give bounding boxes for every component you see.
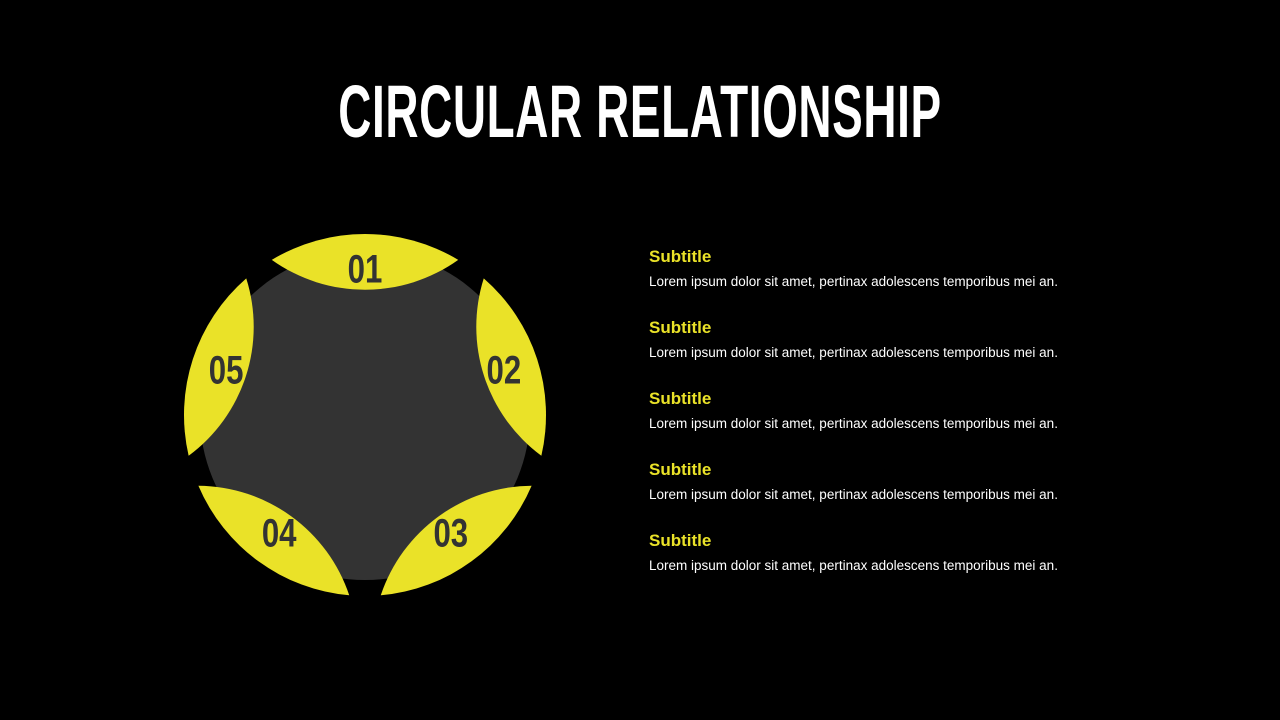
segment-05 <box>183 278 254 456</box>
segment-01 <box>271 233 459 290</box>
segment-number-05: 05 <box>209 348 244 393</box>
segment-number-03: 03 <box>433 511 468 556</box>
item-subtitle: Subtitle <box>649 247 712 266</box>
center-disc <box>200 250 530 580</box>
item-description: Lorem ipsum dolor sit amet, pertinax ado… <box>649 487 1058 502</box>
item-subtitle: Subtitle <box>649 318 712 337</box>
segment-03 <box>380 485 532 596</box>
item-subtitle: Subtitle <box>649 389 712 408</box>
segment-04 <box>198 485 350 596</box>
subtitle-list: Subtitle Lorem ipsum dolor sit amet, per… <box>649 245 1209 600</box>
list-item: Subtitle Lorem ipsum dolor sit amet, per… <box>649 387 1209 458</box>
item-description: Lorem ipsum dolor sit amet, pertinax ado… <box>649 558 1058 573</box>
slide-title: CIRCULAR RELATIONSHIP <box>338 70 942 153</box>
list-item: Subtitle Lorem ipsum dolor sit amet, per… <box>649 245 1209 316</box>
segment-02 <box>476 278 546 456</box>
item-subtitle: Subtitle <box>649 531 712 550</box>
item-description: Lorem ipsum dolor sit amet, pertinax ado… <box>649 416 1058 431</box>
segment-number-04: 04 <box>262 511 297 556</box>
list-item: Subtitle Lorem ipsum dolor sit amet, per… <box>649 529 1209 600</box>
list-item: Subtitle Lorem ipsum dolor sit amet, per… <box>649 316 1209 387</box>
item-description: Lorem ipsum dolor sit amet, pertinax ado… <box>649 274 1058 289</box>
segment-number-02: 02 <box>487 348 522 393</box>
circular-diagram-graphic: 01 02 03 04 05 <box>183 233 546 596</box>
circular-diagram: 01 02 03 04 05 <box>160 212 570 622</box>
segment-number-01: 01 <box>348 247 383 292</box>
list-item: Subtitle Lorem ipsum dolor sit amet, per… <box>649 458 1209 529</box>
item-subtitle: Subtitle <box>649 460 712 479</box>
item-description: Lorem ipsum dolor sit amet, pertinax ado… <box>649 345 1058 360</box>
